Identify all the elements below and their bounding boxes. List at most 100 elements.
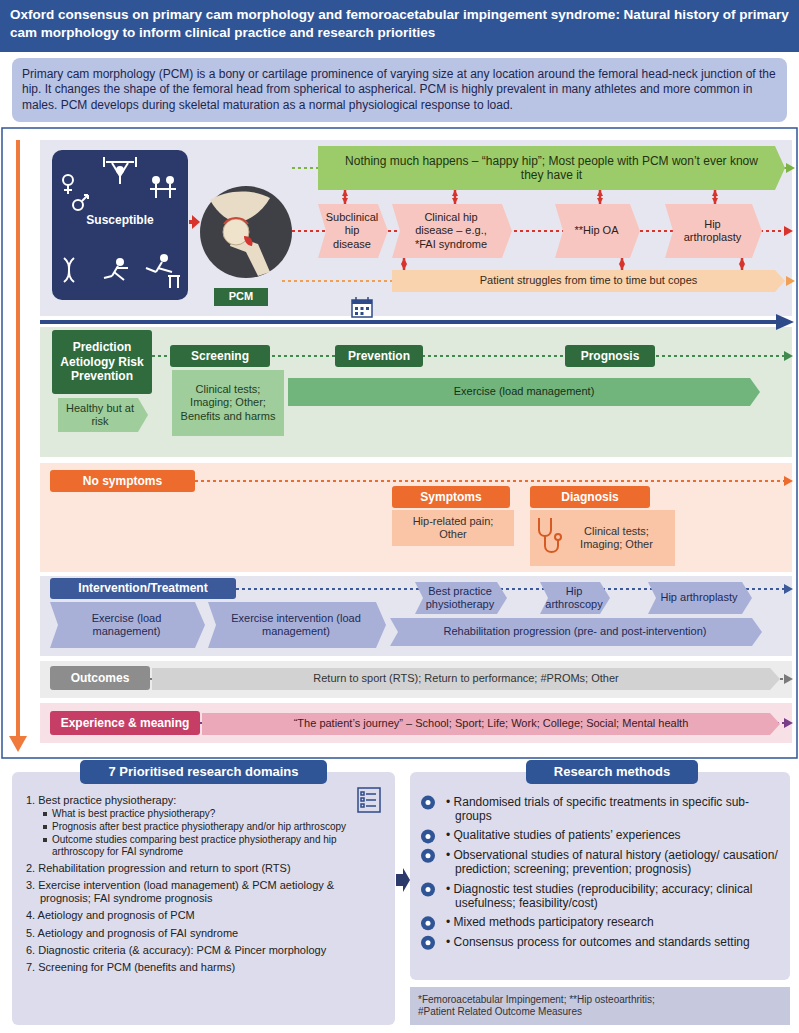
susceptible-panel bbox=[52, 150, 188, 300]
footnote: #Patient Related Outcome Measures bbox=[418, 1006, 582, 1018]
node-text: Clinical tests; Imaging; Other bbox=[564, 525, 669, 551]
checklist-icon bbox=[358, 788, 380, 812]
list-item: 7. Screening for PCM (benefits and harms… bbox=[26, 961, 381, 974]
node-text: Prevention bbox=[348, 349, 410, 363]
node-text: **Hip OA bbox=[574, 224, 618, 237]
list-item: 3. Exercise intervention (load managemen… bbox=[26, 879, 381, 905]
node-text: Outcomes bbox=[71, 671, 130, 685]
list-item: • Qualitative studies of patients’ exper… bbox=[446, 828, 778, 842]
section-heading: Research methods bbox=[526, 760, 698, 784]
footnote: *Femoroacetabular Impingement; **Hip ost… bbox=[418, 994, 655, 1006]
method-icon bbox=[421, 829, 435, 843]
treatment-chevron: Hip arthroscopy bbox=[540, 582, 610, 614]
link-arrow bbox=[396, 868, 410, 892]
node-text: Prediction Aetiology Risk Prevention bbox=[56, 340, 148, 383]
node-text: Hip arthroplasty bbox=[677, 218, 748, 244]
node-text: Primary cam morphology (PCM) is a bony o… bbox=[22, 67, 777, 114]
stage-header: Outcomes bbox=[50, 666, 150, 690]
list-item: • Mixed methods participatory research bbox=[446, 915, 778, 929]
node-text: Nothing much happens – “happy hip”; Most… bbox=[334, 154, 769, 183]
time-arrow bbox=[9, 140, 27, 752]
node-text: Diagnosis bbox=[561, 490, 618, 504]
sub-item: Prognosis after best practice physiother… bbox=[52, 821, 381, 833]
panel bbox=[40, 327, 792, 457]
double-arrow bbox=[599, 190, 602, 204]
stage-header: Prediction Aetiology Risk Prevention bbox=[52, 330, 152, 394]
node-text: Susceptible bbox=[86, 213, 153, 227]
double-arrow bbox=[621, 258, 624, 270]
node-text: Subclinical hip disease bbox=[326, 211, 379, 251]
diagnosis-panel bbox=[530, 510, 675, 566]
happy-hip-banner: Nothing much happens – “happy hip”; Most… bbox=[318, 146, 785, 190]
node-text: Exercise (load management) bbox=[454, 385, 595, 398]
node-text: Clinical hip disease – e.g., *FAI syndro… bbox=[404, 211, 498, 251]
exercise-band: Exercise (load management) bbox=[288, 378, 760, 406]
treatment-chevron: Exercise intervention (load management) bbox=[208, 602, 386, 648]
stage-header: Experience & meaning bbox=[50, 711, 200, 735]
double-arrow bbox=[714, 190, 717, 204]
pcm-label-box: PCM bbox=[214, 288, 268, 306]
node-text: Screening bbox=[191, 349, 249, 363]
research-methods-panel bbox=[410, 772, 790, 980]
node-text: Experience & meaning bbox=[61, 716, 190, 730]
title-bar: Oxford consensus on primary cam morpholo… bbox=[0, 0, 799, 52]
sub-item: What is best practice physiotherapy? bbox=[52, 808, 381, 820]
method-icon bbox=[426, 834, 431, 839]
node-text: Hip arthroscopy bbox=[545, 585, 602, 611]
double-arrow bbox=[344, 190, 347, 204]
node-text: Clinical tests; Imaging; Other; Benefits… bbox=[178, 383, 278, 423]
susceptible-icons bbox=[63, 157, 180, 288]
list-item: • Randomised trials of specific treatmen… bbox=[446, 795, 778, 824]
footnote-box: *Femoroacetabular Impingement; **Hip ost… bbox=[410, 987, 790, 1025]
treatment-chevron: Exercise (load management) bbox=[50, 602, 205, 648]
stage-chevron: Subclinical hip disease bbox=[318, 204, 388, 258]
node-text: Return to sport (RTS); Return to perform… bbox=[313, 672, 618, 685]
stage-header: Intervention/Treatment bbox=[50, 578, 236, 599]
node-text: Exercise intervention (load management) bbox=[220, 612, 372, 638]
list-item: 4. Aetiology and prognosis of PCM bbox=[26, 909, 381, 922]
method-icon bbox=[421, 796, 435, 810]
intro-box: Primary cam morphology (PCM) is a bony o… bbox=[12, 58, 787, 122]
frame bbox=[2, 128, 797, 758]
detail-box: Clinical tests; Imaging; Other bbox=[530, 510, 675, 566]
node-text: Intervention/Treatment bbox=[78, 581, 207, 595]
list-item: • Diagnostic test studies (reproducibili… bbox=[446, 882, 778, 911]
sub-item: Outcome studies comparing best practice … bbox=[52, 834, 381, 858]
timeline bbox=[40, 314, 794, 330]
method-icon bbox=[426, 853, 431, 858]
method-icon bbox=[426, 887, 431, 892]
outcomes-band: Return to sport (RTS); Return to perform… bbox=[152, 668, 780, 690]
stethoscope-icon bbox=[539, 518, 561, 552]
stage-header: No symptoms bbox=[50, 470, 195, 492]
node-text: Hip-related pain; Other bbox=[398, 515, 508, 541]
stage-chevron: Hip arthroplasty bbox=[665, 204, 762, 258]
section-heading: 7 Prioritised research domains bbox=[80, 760, 326, 784]
node-text: “The patient’s journey” – School; Sport;… bbox=[294, 717, 689, 730]
stage-chevron: Clinical hip disease – e.g., *FAI syndro… bbox=[392, 204, 512, 258]
stage-header: Diagnosis bbox=[530, 486, 650, 508]
method-icons bbox=[421, 796, 435, 950]
stage-header: Screening bbox=[170, 345, 270, 367]
stage-header: Symptoms bbox=[392, 486, 510, 508]
research-domains-box: 7 Prioritised research domains 1. Best pr… bbox=[12, 760, 395, 1025]
list-item: 5. Aetiology and prognosis of FAI syndro… bbox=[26, 927, 381, 940]
list-item: • Observational studies of natural histo… bbox=[446, 848, 778, 877]
node-text: No symptoms bbox=[83, 474, 162, 488]
detail-chevron: Healthy but at risk bbox=[58, 398, 148, 432]
double-arrow bbox=[741, 258, 744, 270]
node-text: Symptoms bbox=[420, 490, 481, 504]
research-domains-panel bbox=[12, 772, 395, 1025]
node-text: PCM bbox=[229, 290, 253, 303]
hip-illustration bbox=[200, 186, 292, 278]
list-item: 6. Diagnostic criteria (& accuracy): PCM… bbox=[26, 944, 381, 957]
node-text: Rehabilitation progression (pre- and pos… bbox=[444, 625, 707, 638]
node-text: Hip arthroplasty bbox=[660, 591, 737, 604]
panel bbox=[40, 463, 792, 572]
treatment-chevron: Best practice physiotherapy bbox=[415, 582, 507, 614]
stage-header: Prevention bbox=[335, 345, 423, 367]
node-text: Prognosis bbox=[581, 349, 640, 363]
double-arrow bbox=[403, 258, 406, 270]
panel bbox=[40, 703, 792, 743]
list-item: 1. Best practice physiotherapy: bbox=[26, 794, 381, 807]
method-icon bbox=[421, 936, 435, 950]
